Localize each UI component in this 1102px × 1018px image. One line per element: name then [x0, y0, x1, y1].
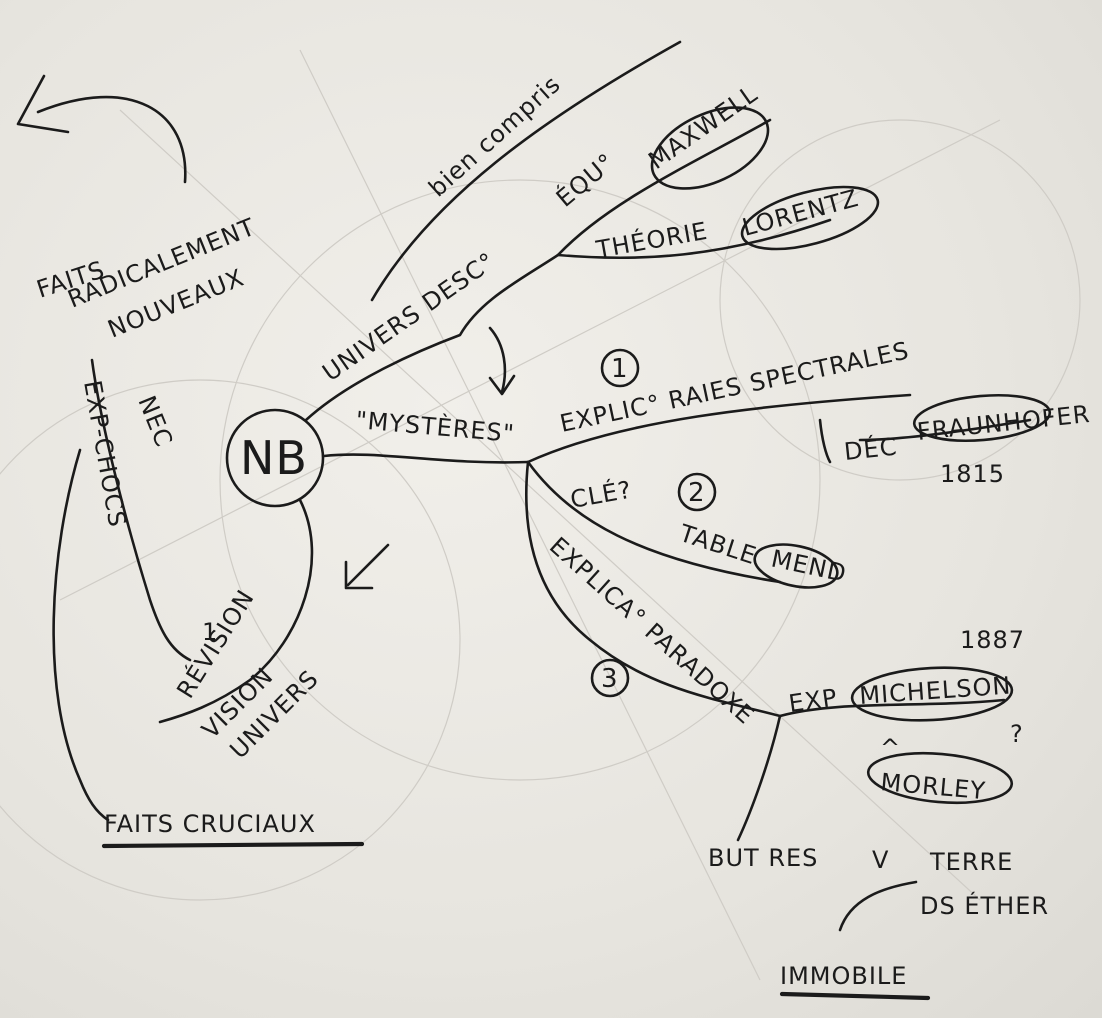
equ-label: ÉQU°	[550, 147, 620, 213]
michelson-circle	[850, 666, 1014, 722]
branch-exp-chocs	[52, 448, 110, 822]
paper-texture	[0, 49, 1081, 981]
branch-revision	[158, 498, 314, 724]
branch-lorentz	[556, 218, 832, 260]
branch-goal	[736, 714, 782, 842]
bien-compris-label: bien compris	[423, 70, 566, 203]
maxwell-label: MAXWELL	[643, 80, 762, 175]
branch-mystery-1	[526, 393, 912, 464]
goal-connector	[838, 880, 918, 932]
branch-mystery-3	[524, 460, 1006, 718]
immobile-label: IMMOBILE	[780, 962, 907, 990]
fraunhofer-year: 1815	[940, 460, 1005, 488]
number-1: 1	[611, 354, 629, 384]
goal-line-2: TERRE	[929, 848, 1013, 876]
number-3: 3	[601, 664, 619, 694]
morley-label: MORLEY	[879, 768, 987, 805]
maxwell-circle	[650, 106, 770, 190]
question-mark: ?	[1010, 720, 1024, 748]
morley-circle	[866, 751, 1014, 805]
branch-bien-compris	[370, 40, 682, 302]
branch-mysteres	[322, 453, 530, 464]
revision-number: 1	[202, 618, 218, 646]
central-node: NB	[225, 408, 325, 508]
arrow-down-icon	[488, 326, 516, 396]
immobile-underline	[779, 991, 931, 1001]
branch-univers	[304, 253, 560, 422]
lorentz-circle	[740, 185, 880, 251]
partner-caret: ^	[880, 734, 901, 762]
number-2-circle	[677, 472, 717, 512]
goal-line-1: BUT RES	[708, 844, 818, 872]
dec-label: DÉC	[843, 432, 899, 466]
fraunhofer-label: FRAUNHOFER	[916, 400, 1092, 446]
central-node-circle	[225, 408, 325, 508]
number-2: 2	[688, 478, 706, 508]
arrow-diag-icon	[344, 543, 390, 590]
mend-circle	[753, 543, 839, 589]
michelson-year: 1887	[960, 626, 1025, 654]
central-node-label: NB	[240, 431, 308, 485]
goal-arrow: V	[872, 846, 889, 874]
nec-label: NEC	[132, 392, 178, 452]
number-1-circle	[600, 348, 640, 388]
branch-mystery-2	[526, 460, 782, 584]
fraunhofer-circle	[912, 393, 1052, 443]
number-3-circle	[590, 658, 630, 698]
cle-label: CLÉ?	[568, 475, 634, 514]
branch-maxwell	[556, 118, 772, 257]
branch-nec	[90, 358, 192, 662]
branch-fraunhofer	[818, 418, 1032, 464]
big-arrow-icon	[16, 74, 187, 184]
faits-cruciaux-label: FAITS CRUCIAUX	[104, 810, 316, 838]
goal-line-3: DS ÉTHER	[920, 891, 1049, 920]
exp-label: EXP	[787, 683, 839, 718]
mysteres-label: "MYSTÈRES"	[354, 405, 515, 448]
faits-cruciaux-underline	[101, 841, 365, 849]
